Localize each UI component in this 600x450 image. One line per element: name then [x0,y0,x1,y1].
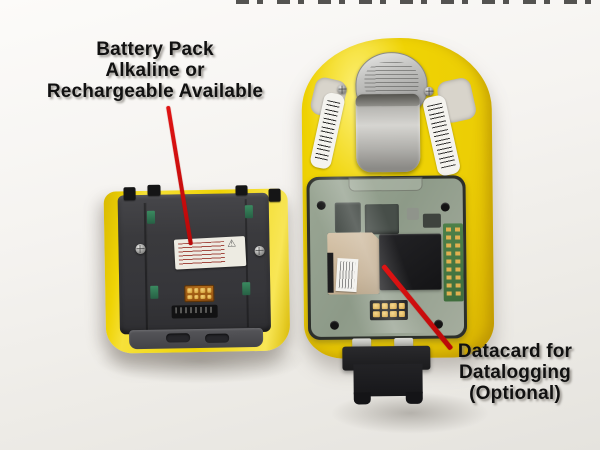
datacard-callout: Datacard for Datalogging (Optional) [426,341,600,404]
battery-callout-line3: Rechargeable Available [46,81,264,102]
pack-latch-tab [268,188,281,202]
datacard-callout-line2: Datalogging [459,362,571,383]
contact-pin [193,288,199,293]
battery-pack: ⚠ [98,178,301,371]
contact-pin [187,294,192,300]
green-contact-clip [146,210,156,224]
window-reflection [306,175,462,334]
green-contact-clip [244,205,254,219]
pack-bottom-slot [205,333,230,343]
warning-triangle-icon: ⚠ [226,238,237,250]
pack-latch-tab [235,185,248,196]
battery-pack-callout: Battery Pack Alkaline or Rechargeable Av… [34,39,276,102]
contact-pin [193,294,199,300]
pack-latch-tab [123,187,136,201]
battery-warning-label: ⚠ [173,235,247,270]
contact-pin [187,288,192,293]
screw-icon [424,86,434,96]
contact-pin [206,287,212,293]
belt-clip-hinge [355,93,420,107]
connector-foot [353,392,371,405]
warning-label-microtext [178,241,226,266]
battery-pack-bottom-section [128,327,264,350]
contact-pin [206,294,212,299]
screw-icon [337,84,347,94]
datacard-callout-line3: (Optional) [469,383,561,404]
battery-contact-pad [184,284,215,303]
datacard-callout-line1: Datacard for [457,341,573,362]
battery-callout-line1: Battery Pack [96,39,214,60]
belt-clip [355,93,421,173]
pack-latch-tab [147,184,161,196]
connector-foot [405,391,423,404]
contact-pin [200,294,205,299]
battery-compartment-window [306,175,468,340]
battery-connector-slot [171,304,218,319]
green-contact-clip [242,282,251,296]
cropped-title-text-remnant [236,0,596,4]
pack-bottom-slot [166,333,191,343]
contact-pin [200,287,205,293]
green-contact-clip [150,285,159,299]
battery-callout-line2: Alkaline or [105,60,205,81]
